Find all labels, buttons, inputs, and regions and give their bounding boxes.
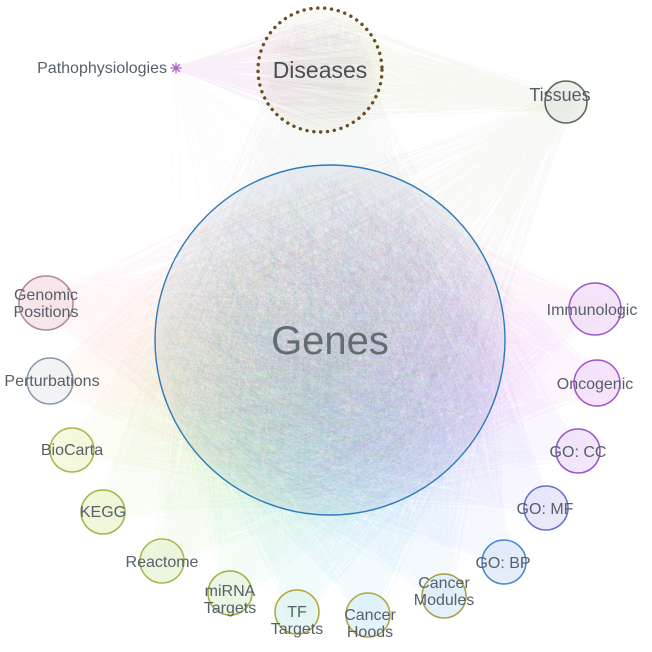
node-go_bp[interactable]: [481, 539, 527, 585]
edge-bundle-biocarta-genes: [61, 172, 498, 509]
node-label-genes: Genes: [271, 319, 389, 363]
node-label-go_cc: GO: CC: [550, 444, 607, 461]
node-reactome[interactable]: [139, 538, 185, 584]
genes-area: [155, 165, 505, 515]
node-kegg[interactable]: [80, 489, 126, 535]
node-pathophysiologies[interactable]: [170, 62, 182, 74]
node-cancer_modules[interactable]: [421, 573, 467, 619]
node-tissues[interactable]: [544, 80, 588, 124]
node-diseases[interactable]: [256, 6, 384, 134]
node-label-kegg: KEGG: [80, 504, 126, 521]
node-label-biocarta: BioCarta: [41, 442, 103, 459]
node-tf_targets[interactable]: [274, 589, 320, 635]
edge-bundle-tissues-genes: [167, 89, 579, 508]
node-perturbations[interactable]: [26, 357, 74, 405]
edge-bundle-immunologic-genes: [161, 172, 608, 505]
node-go_cc[interactable]: [555, 428, 601, 474]
node-immunologic[interactable]: [568, 282, 622, 336]
node-genomic_positions[interactable]: [18, 275, 74, 331]
node-genes[interactable]: [154, 164, 506, 516]
node-label-pathophysiologies: Pathophysiologies: [37, 60, 167, 77]
edge-bundle-genomic_positions-genes: [32, 171, 492, 503]
diseases-area: [258, 8, 382, 132]
edge-bundle-go_mf-genes: [164, 173, 558, 520]
node-mirna_targets[interactable]: [207, 570, 253, 616]
node-label-oncogenic: Oncogenic: [557, 376, 634, 393]
edge-bundle-go_cc-genes: [164, 173, 589, 506]
edge-bundle-kegg-genes: [92, 175, 493, 523]
node-go_mf[interactable]: [523, 485, 569, 531]
edge-bundle-tissues-diseases: [267, 15, 577, 123]
edge-bundle-oncogenic-genes: [162, 173, 609, 505]
node-label-diseases: Diseases: [273, 57, 368, 83]
node-label-tissues: Tissues: [529, 85, 590, 105]
node-label-immunologic: Immunologic: [547, 302, 638, 319]
edge-bundle-cancer_hoods-genes: [163, 179, 499, 626]
edge-bundle-reactome-genes: [151, 172, 495, 572]
edge-bundle-perturbations-genes: [38, 176, 494, 506]
node-label-perturbations: Perturbations: [4, 373, 99, 390]
edge-bundle-diseases-genes: [161, 19, 494, 508]
edge-bundle-mirna_targets-genes: [164, 178, 497, 604]
node-label-go_bp: GO: BP: [475, 555, 530, 572]
node-label-reactome: Reactome: [126, 554, 199, 571]
node-biocarta[interactable]: [49, 427, 95, 473]
node-oncogenic[interactable]: [573, 359, 621, 407]
edge-bundle-go_bp-genes: [161, 172, 515, 573]
node-label-go_mf: GO: MF: [517, 501, 574, 518]
node-cancer_hoods[interactable]: [345, 592, 391, 638]
